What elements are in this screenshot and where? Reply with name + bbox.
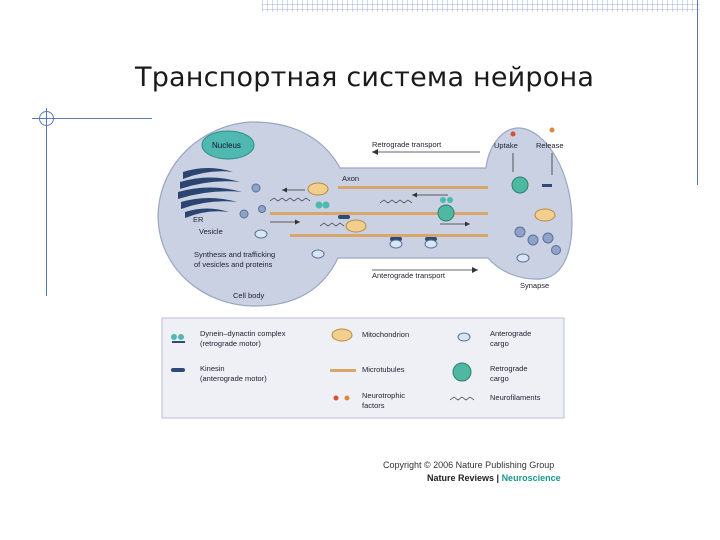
vesicle-dot [251,183,261,193]
legend-anterograde-cargo-label-line2: cargo [490,339,509,348]
journal-credit-accent: Neuroscience [501,473,561,483]
er-stack [178,168,242,218]
legend-neurofilament-icon [449,396,475,401]
legend-neurotrophic-label-line1: Neurotrophic [362,391,405,400]
legend-retrograde-cargo-icon [452,362,472,382]
legend-neurotrophic-icon [333,395,350,401]
retrograde-cargo [511,176,529,194]
nucleus-label: Nucleus [212,141,241,150]
legend-dynein-label-line2: (retrograde motor) [200,339,261,348]
uptake-label: Uptake [494,141,518,150]
cell-body-label: Cell body [233,291,265,300]
synthesis-label-line1: Synthesis and trafficking [194,250,275,259]
slide-title: Транспортная система нейрона [135,62,595,93]
anterograde-transport-label: Anterograde transport [372,271,446,280]
decorative-vertical-line-right [697,0,698,185]
kinesin-motor [338,215,350,219]
legend-anterograde-cargo-icon [457,332,471,342]
vesicle-label: Vesicle [199,227,223,236]
legend-kinesin-label-line2: (anterograde motor) [200,374,267,383]
vesicle-dot [258,205,266,213]
mitochondrion [307,182,329,196]
synthesis-label-line2: of vesicles and proteins [194,260,273,269]
copyright-text: Copyright © 2006 Nature Publishing Group [383,460,555,470]
microtubule [270,212,488,215]
legend-mitochondrion-label: Mitochondrion [362,330,409,339]
dynein-motor [440,197,453,203]
release-label: Release [536,141,564,150]
journal-credit: Nature Reviews | Neuroscience [427,473,561,483]
vesicle-dot [311,249,325,259]
legend-microtubule-icon [330,369,356,372]
legend-anterograde-cargo-label-line1: Anterograde [490,329,531,338]
legend-microtubules-label: Microtubules [362,365,405,374]
legend-box [161,317,565,419]
legend-dynein-label-line1: Dynein–dynactin complex [200,329,286,338]
decorative-horizontal-line-left [32,118,152,119]
neurofilament [269,197,311,202]
retrograde-cargo [437,204,455,222]
axon-label: Axon [342,174,359,183]
decorative-circle-marker [39,111,54,126]
synaptic-vesicle [542,232,554,244]
neurotrophic-factor-uptake [510,131,516,137]
synaptic-vesicle [527,234,539,246]
neurotrophic-factor-release [549,127,555,133]
nucleus [201,130,255,160]
legend-kinesin-label-line1: Kinesin [200,364,225,373]
retrograde-transport-label: Retrograde transport [372,140,442,149]
legend-neurotrophic-label-line2: factors [362,401,385,410]
vesicle-dot [239,209,249,219]
dynein-motor [315,201,330,209]
neurofilament [319,222,345,227]
anterograde-cargo [389,239,403,249]
legend-dynein-icon [171,334,185,343]
vesicle-dot [254,229,268,239]
anterograde-cargo [424,239,438,249]
synaptic-vesicle [514,226,526,238]
microtubule [338,186,488,189]
er-label: ER [193,215,204,224]
microtubule [290,234,488,237]
legend-kinesin-icon [171,368,185,372]
legend-retrograde-cargo-label-line2: cargo [490,374,509,383]
decorative-grid-band [262,0,700,12]
neurofilament [379,199,413,204]
decorative-vertical-line-left [46,108,47,296]
synaptic-vesicle [516,253,530,263]
mitochondrion [345,219,367,233]
synapse-label: Synapse [520,281,549,290]
release-bar [542,184,552,187]
synaptic-vesicle [551,245,561,255]
journal-credit-main: Nature Reviews | [427,473,502,483]
legend-mitochondrion-icon [331,328,353,342]
mitochondrion [534,208,556,222]
legend-retrograde-cargo-label-line1: Retrograde [490,364,528,373]
legend-neurofilaments-label: Neurofilaments [490,393,541,402]
